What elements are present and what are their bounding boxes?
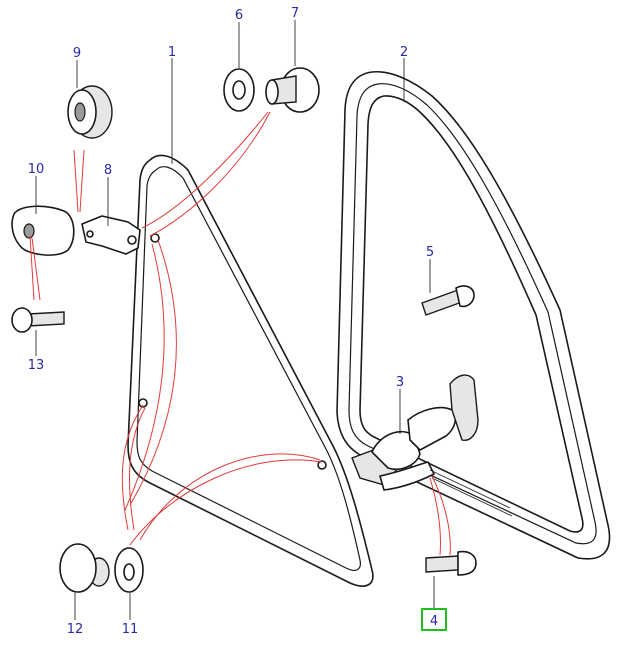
- part-7-bush[interactable]: [265, 67, 320, 113]
- part-13-screw[interactable]: [11, 307, 65, 333]
- part-5-screw[interactable]: [421, 285, 475, 316]
- part-4-screw[interactable]: [425, 550, 477, 576]
- callout-6[interactable]: 6: [235, 8, 243, 23]
- callout-13[interactable]: 13: [28, 358, 45, 373]
- fixing-hole-icon: [150, 233, 160, 243]
- callout-3[interactable]: 3: [396, 375, 404, 390]
- callout-1[interactable]: 1: [168, 45, 176, 60]
- part-3-catch-assembly[interactable]: [351, 374, 513, 517]
- leader-lines: [35, 20, 435, 620]
- callout-9[interactable]: 9: [73, 46, 81, 61]
- part-8-bracket[interactable]: [81, 215, 141, 255]
- callout-2[interactable]: 2: [400, 45, 408, 60]
- callout-10[interactable]: 10: [28, 162, 45, 177]
- callout-8[interactable]: 8: [104, 163, 112, 178]
- assembly-guide-lines: [29, 111, 451, 556]
- callout-12[interactable]: 12: [67, 622, 84, 637]
- part-11-washer[interactable]: [114, 547, 144, 593]
- callout-7[interactable]: 7: [291, 6, 299, 21]
- callout-4-highlight-box: [421, 608, 447, 631]
- part-9-grommet[interactable]: [67, 85, 113, 139]
- callout-4[interactable]: 4: [430, 614, 438, 629]
- callout-11[interactable]: 11: [122, 622, 139, 637]
- callout-labels: 1 2 3 4 5 6 7 8 9 10 11 12 13: [28, 6, 447, 637]
- callout-5[interactable]: 5: [426, 245, 434, 260]
- part-12-plug[interactable]: [59, 543, 110, 593]
- part-2-quarter-glass-right[interactable]: [336, 70, 611, 560]
- fixing-hole-icon: [138, 398, 148, 408]
- part-1-quarter-glass-left[interactable]: [127, 154, 374, 587]
- fixing-hole-icon: [317, 460, 327, 470]
- part-6-washer[interactable]: [223, 68, 255, 112]
- part-10-cap[interactable]: [11, 205, 75, 256]
